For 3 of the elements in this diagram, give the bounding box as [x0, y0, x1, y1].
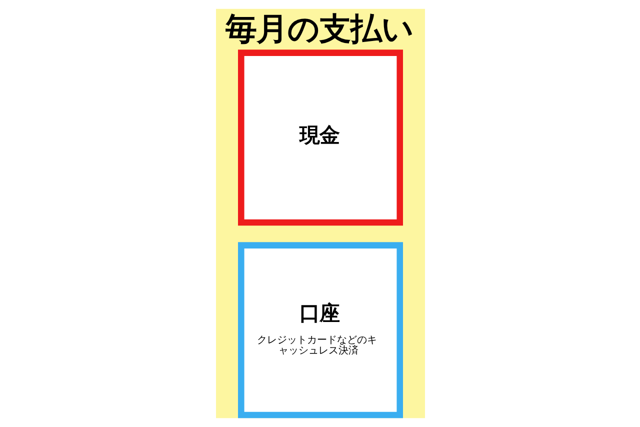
- diagram-title: 毎月の支払い: [224, 11, 413, 48]
- node-box: 口座 クレジットカードなどのキャッシュレス決済: [238, 242, 402, 418]
- node-box: 現金: [238, 50, 402, 226]
